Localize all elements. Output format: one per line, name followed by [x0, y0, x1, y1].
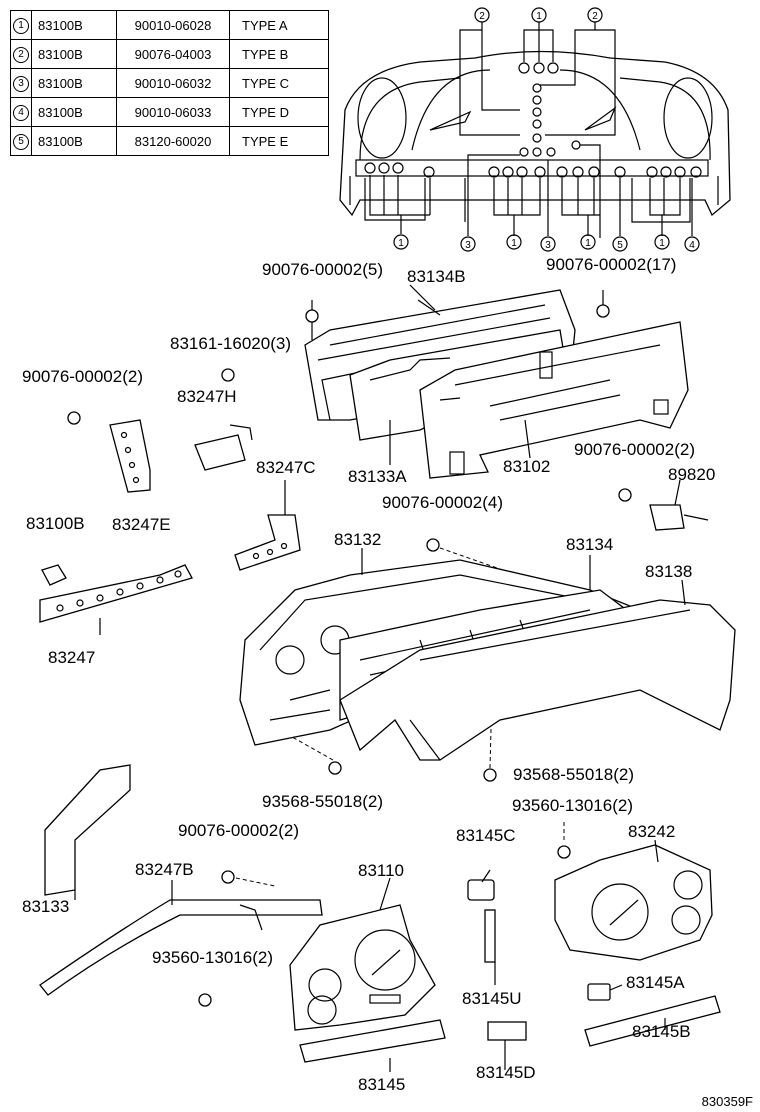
callout-number: 4	[13, 105, 29, 121]
table-row: 2 83100B 90076-04003 TYPE B	[10, 39, 329, 69]
screws	[67, 290, 632, 1007]
label-90076-00002-4: 90076-00002(4)	[382, 493, 503, 512]
label-83134: 83134	[566, 535, 613, 554]
label-90076-00002-2b: 90076-00002(2)	[574, 440, 695, 459]
screw-93560-13016-2a	[557, 820, 571, 859]
printed-circuit-83102	[419, 321, 689, 479]
callout-number: 2	[13, 47, 29, 63]
callout-1: 1	[585, 238, 591, 249]
screw-93560-13016-2b	[198, 993, 212, 1007]
screw-90076-00002-17	[596, 290, 610, 318]
label-83145d: 83145D	[476, 1063, 536, 1082]
label-83100b: 83100B	[26, 514, 85, 533]
table-cell-bulb: 83120-60020	[116, 126, 230, 156]
callout-number: 5	[13, 134, 29, 150]
label-83247b: 83247B	[135, 860, 194, 879]
label-90076-00002-2a: 90076-00002(2)	[22, 367, 143, 386]
label-90076-00002-17: 90076-00002(17)	[546, 255, 676, 274]
screw-83161-16020-3	[221, 368, 235, 382]
face-plate-83138	[339, 599, 736, 761]
label-83133: 83133	[22, 897, 69, 916]
screw-90076-00002-2a	[67, 411, 81, 425]
label-83247h: 83247H	[177, 387, 237, 406]
label-90076-00002-2c: 90076-00002(2)	[178, 821, 299, 840]
diagram-code: 830359F	[702, 1094, 753, 1109]
label-83247: 83247	[48, 648, 95, 667]
table-cell-bulb: 90010-06033	[116, 97, 230, 127]
table-cell-bulb: 90010-06032	[116, 68, 230, 98]
label-83247e: 83247E	[112, 515, 171, 534]
callout-1: 1	[511, 238, 517, 249]
callout-number: 3	[13, 76, 29, 92]
table-row: 5 83100B 83120-60020 TYPE E	[10, 126, 329, 156]
callout-2: 2	[592, 11, 598, 22]
label-83247c: 83247C	[256, 458, 316, 477]
window-83145b	[584, 995, 721, 1047]
lens-83145d	[487, 1021, 527, 1041]
label-90076-00002-5: 90076-00002(5)	[262, 260, 383, 279]
label-93568-55018-2b: 93568-55018(2)	[513, 765, 634, 784]
callout-3: 3	[545, 240, 551, 251]
label-83133a: 83133A	[348, 467, 407, 486]
label-83134b: 83134B	[407, 267, 466, 286]
screw-90076-00002-2c	[221, 870, 276, 887]
label-83132: 83132	[334, 530, 381, 549]
cable-83247b	[39, 899, 323, 996]
table-row: 4 83100B 90010-06033 TYPE D	[10, 97, 329, 127]
screw-93568-55018-2a	[261, 719, 342, 775]
label-83102: 83102	[503, 457, 550, 476]
label-83145c: 83145C	[456, 826, 516, 845]
cluster-rear-view	[339, 22, 731, 238]
screw-90076-00002-2b	[618, 488, 632, 502]
bulb-socket-83100b	[41, 564, 67, 586]
label-89820: 89820	[668, 465, 715, 484]
label-93560-13016-2a: 93560-13016(2)	[512, 796, 633, 815]
label-83138: 83138	[645, 562, 692, 581]
dial-plate-83110	[289, 904, 436, 1031]
table-cell-part: 83100B	[31, 39, 117, 69]
label-83161-16020-3: 83161-16020(3)	[170, 334, 291, 353]
table-cell-type: TYPE D	[229, 97, 329, 127]
callout-5: 5	[617, 240, 623, 251]
label-93568-55018-2a: 93568-55018(2)	[262, 792, 383, 811]
table-cell-type: TYPE C	[229, 68, 329, 98]
callout-2: 2	[479, 11, 485, 22]
callout-1: 1	[398, 238, 404, 249]
callout-4: 4	[689, 240, 695, 251]
sensor-89820	[649, 504, 709, 531]
callout-1: 1	[659, 238, 665, 249]
bulb-reference-table: 1 83100B 90010-06028 TYPE A 2 83100B 900…	[10, 10, 329, 156]
lens-83145c	[467, 879, 495, 901]
table-cell-type: TYPE E	[229, 126, 329, 156]
bracket-83247e	[109, 419, 151, 493]
table-row: 3 83100B 90010-06032 TYPE C	[10, 68, 329, 98]
callout-circles: 2 1 2 1 3 1 3 1 5 1 4	[393, 7, 700, 252]
table-cell-part: 83100B	[31, 126, 117, 156]
lens-83145u	[484, 909, 496, 963]
bracket-83247c	[234, 514, 301, 571]
label-83145b: 83145B	[632, 1022, 691, 1041]
bracket-83247h	[194, 424, 253, 471]
callout-1: 1	[536, 11, 542, 22]
window-83145	[299, 1019, 446, 1063]
label-83145a: 83145A	[626, 973, 685, 992]
plate-83247	[39, 564, 193, 623]
callout-3: 3	[465, 240, 471, 251]
lens-83145a	[587, 983, 611, 1001]
dial-plate-83242	[554, 844, 713, 961]
table-cell-type: TYPE B	[229, 39, 329, 69]
label-83110: 83110	[358, 861, 404, 880]
table-cell-part: 83100B	[31, 97, 117, 127]
callout-number: 1	[13, 18, 29, 34]
label-93560-13016-2b: 93560-13016(2)	[152, 948, 273, 967]
part-labels: 90076-00002(5) 83134B 90076-00002(17) 83…	[22, 255, 753, 1109]
label-83242: 83242	[628, 822, 675, 841]
screw-90076-00002-5	[305, 300, 319, 340]
table-cell-bulb: 90076-04003	[116, 39, 230, 69]
cover-83133	[44, 764, 131, 896]
label-83145u: 83145U	[462, 989, 522, 1008]
label-83145: 83145	[358, 1075, 405, 1094]
